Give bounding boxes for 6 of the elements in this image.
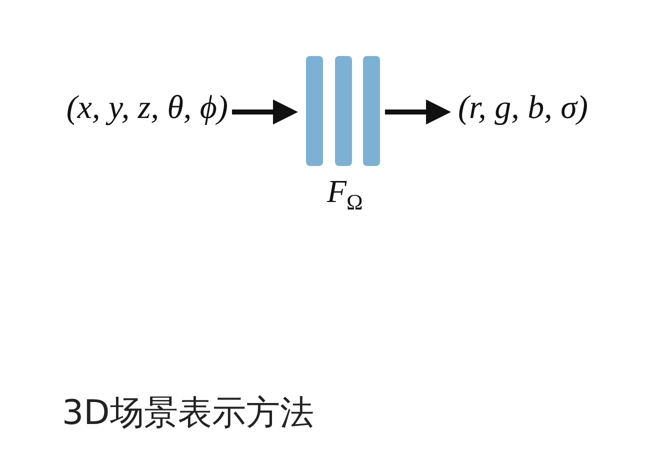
output-vector: (r, g, b, σ) <box>458 90 588 126</box>
input-vector: (x, y, z, θ, ϕ) <box>66 90 228 126</box>
arrow <box>385 100 451 124</box>
arrow <box>232 100 298 124</box>
caption: 3D场景表示方法 <box>62 392 314 435</box>
network-label: F$_{Ω}$ <box>327 173 363 216</box>
